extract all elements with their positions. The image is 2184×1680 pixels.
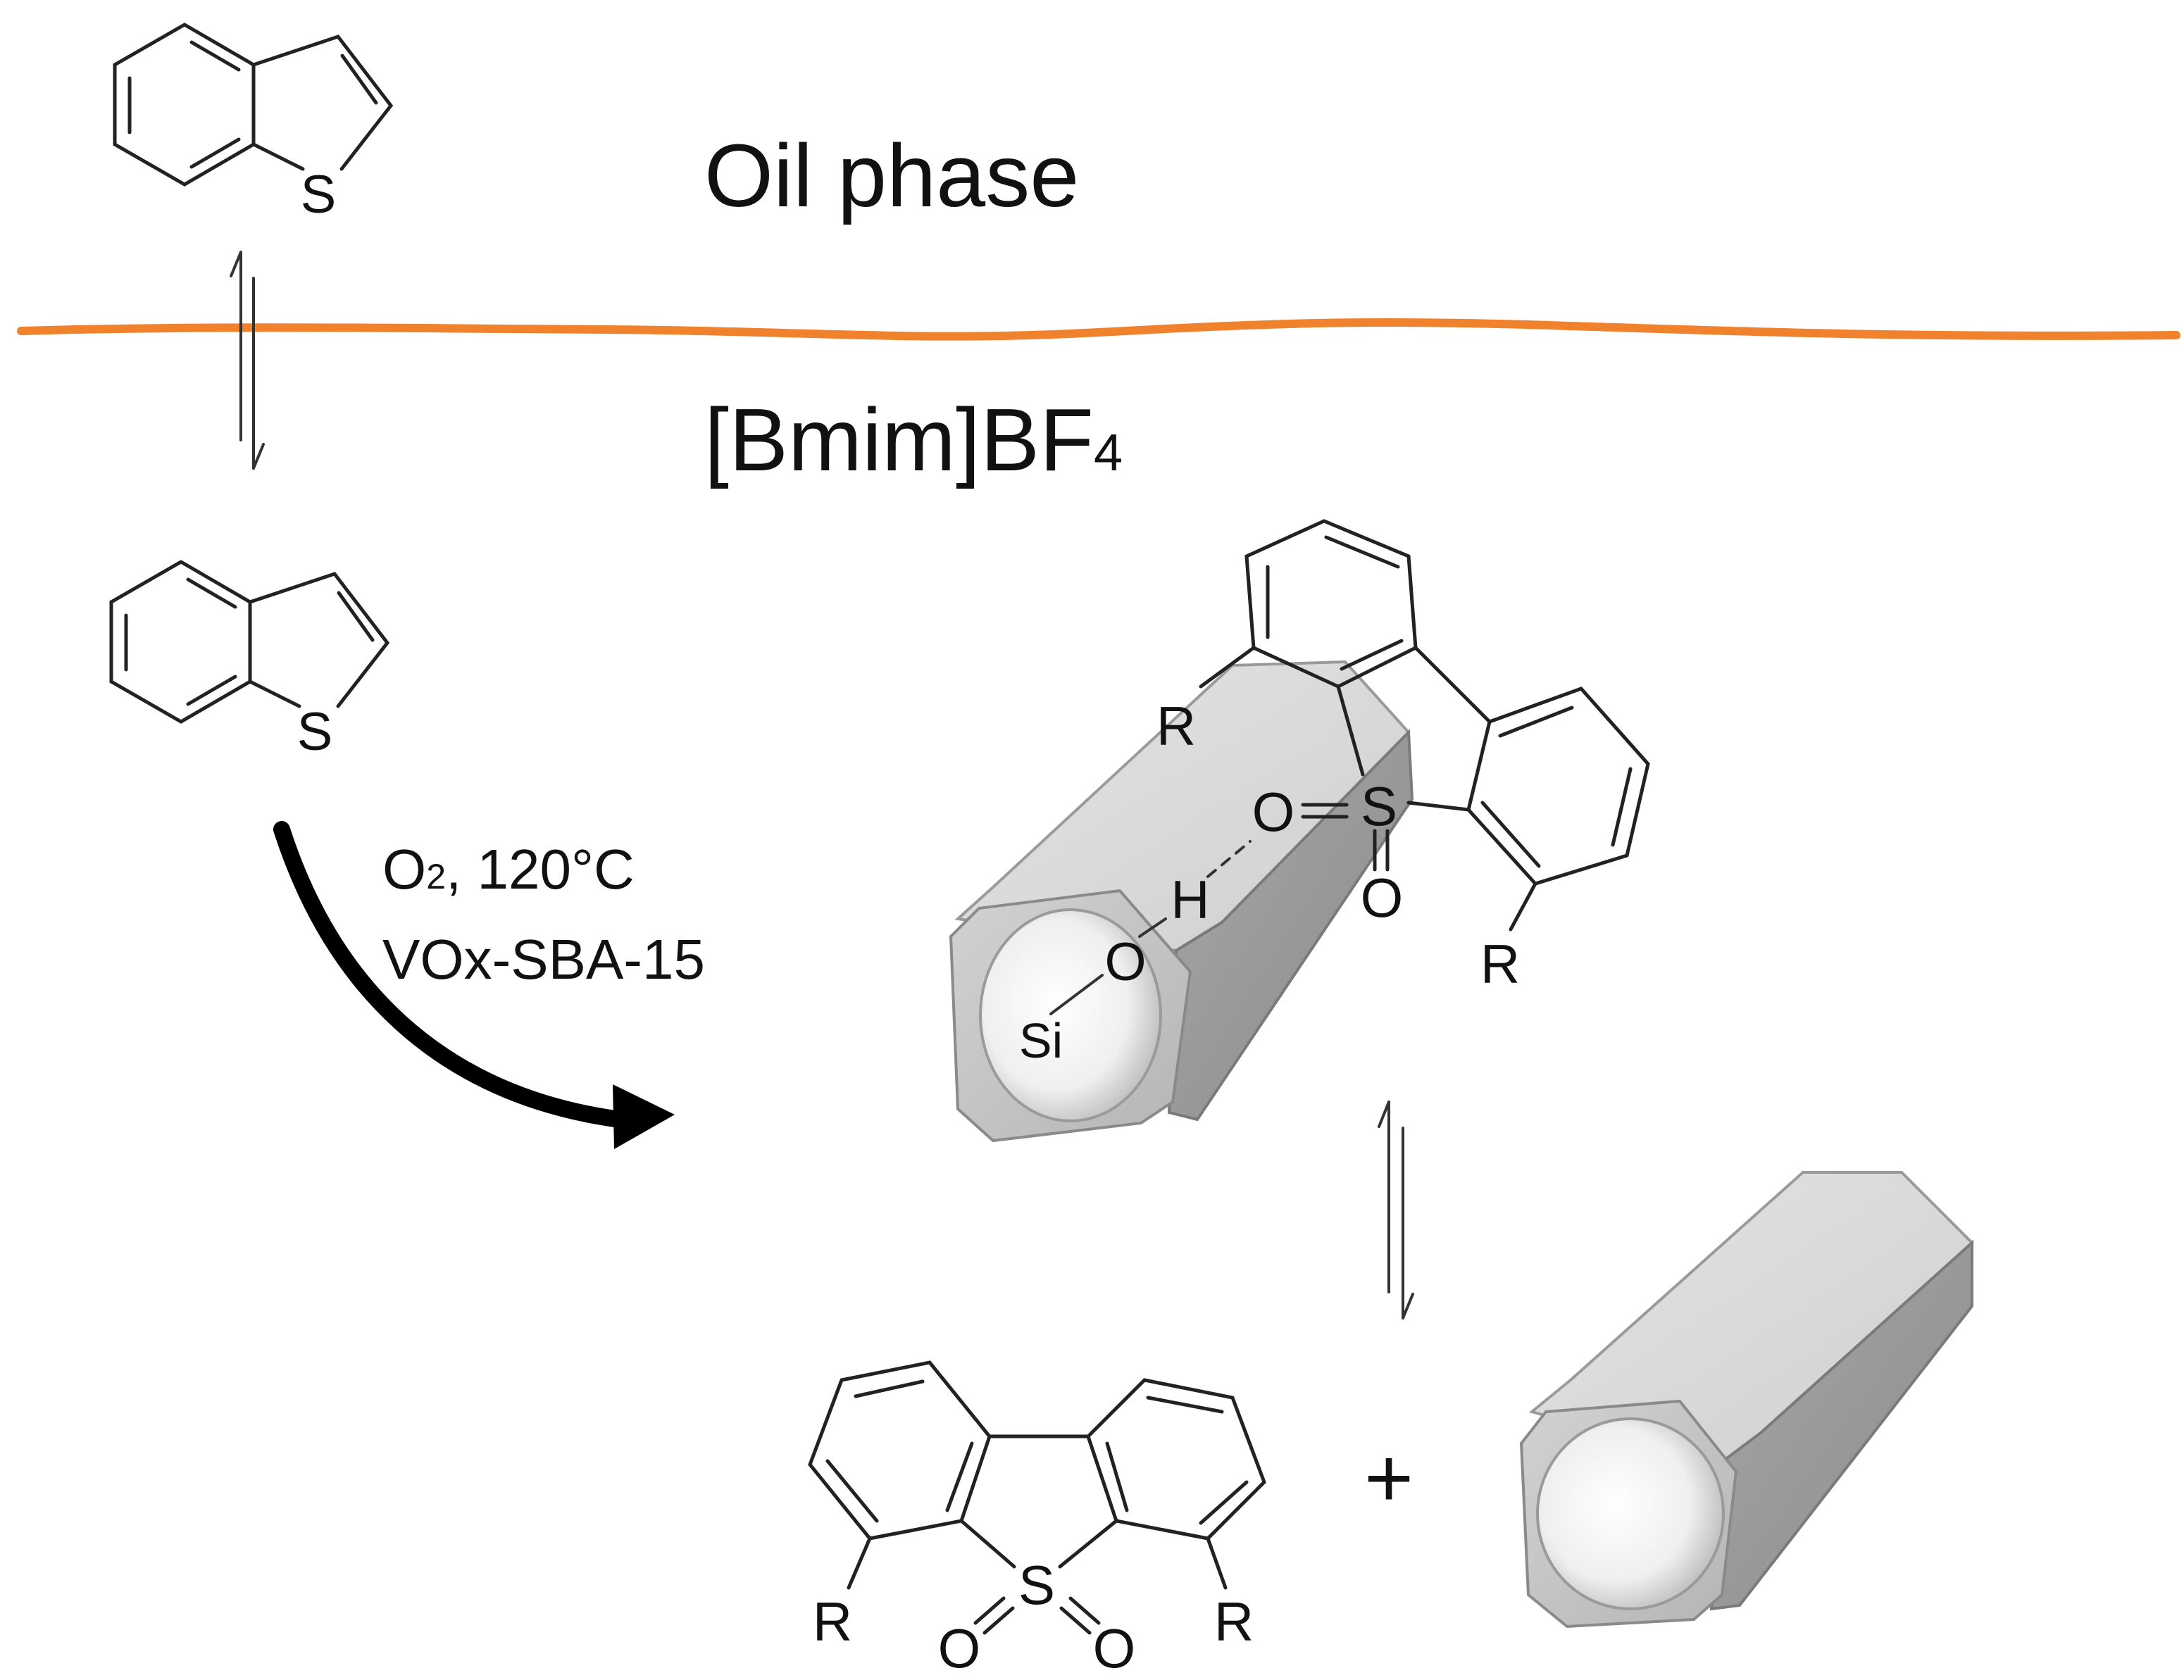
product-oxygen-left: O <box>938 1617 981 1679</box>
sulfone-oxygen-bottom: O <box>1361 867 1404 929</box>
ionic-liquid-label: [Bmim]BF4 <box>704 390 1123 489</box>
plus-sign: + <box>1364 1431 1414 1525</box>
sba15-regenerated-pore-opening <box>1536 1417 1725 1610</box>
product-oxygen-right: O <box>1093 1617 1136 1679</box>
adsorbed-dbt-sulfone: S O O R R <box>1156 519 1650 995</box>
product-sulfur: S <box>1018 1554 1055 1616</box>
r-group-upper-right: R <box>1480 933 1520 995</box>
sba15-support-regenerated <box>1519 1171 1974 1629</box>
silanol-silicon: Si <box>1019 1013 1063 1068</box>
sba15-pore-opening <box>979 908 1162 1122</box>
product-r-group-right: R <box>1214 1591 1254 1653</box>
product-r-group-left: R <box>813 1591 852 1653</box>
sulfone-sulfur: S <box>1361 775 1397 837</box>
condition-catalyst: VOx-SBA-15 <box>382 928 705 991</box>
free-dbt-sulfone: S O O R R <box>808 1360 1266 1679</box>
oil-phase-label: Oil phase <box>704 126 1079 225</box>
phase-interface-line <box>17 318 2180 341</box>
condition-oxidant-temperature: O2, 120°C <box>382 838 635 901</box>
sba15-support-adsorbed <box>949 660 1414 1143</box>
oxygen-subscript: 2 <box>426 857 446 896</box>
desorption-equilibrium-arrows <box>1378 1101 1414 1319</box>
ionic-liquid-subscript: 4 <box>1094 423 1123 482</box>
benzothiophene-il-sulfur: S <box>297 702 333 762</box>
r-group-upper-left: R <box>1156 695 1196 757</box>
benzothiophene-oil-sulfur: S <box>301 165 337 225</box>
benzothiophene-oil-phase: S <box>113 23 394 225</box>
oxidation-reaction-arrow <box>273 821 675 1149</box>
benzothiophene-il-phase: S <box>109 560 390 762</box>
silanol-hydrogen: H <box>1171 870 1210 930</box>
silanol-oxygen: O <box>1104 932 1146 992</box>
sulfone-oxygen-left: O <box>1252 781 1295 843</box>
partition-equilibrium-arrows <box>230 251 265 470</box>
silanol-hydrogen-bond: Si O H <box>1019 840 1252 1068</box>
